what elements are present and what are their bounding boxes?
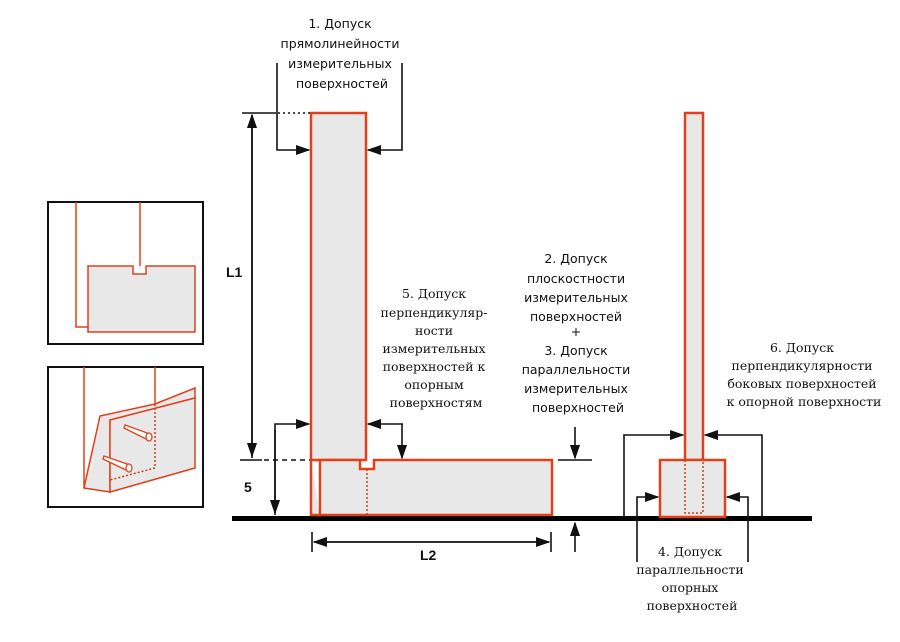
tolerance-6-label: 6. Допуск перпендикулярности боковых пов… (727, 340, 882, 409)
end-stock (658, 458, 727, 519)
l2-label: L2 (420, 547, 437, 563)
l1-label: L1 (226, 264, 243, 280)
blade-lower-edge (309, 460, 320, 517)
dimension-5-label: 5 (244, 479, 252, 495)
l1-dimension (240, 112, 310, 461)
tolerance-2-3-label: 2. Допуск плоскостности измерительных по… (522, 251, 635, 415)
l2-dimension (311, 532, 552, 552)
end-hidden-edge (684, 460, 704, 514)
end-blade (683, 111, 705, 462)
square-front-view (309, 111, 554, 517)
square-blade (309, 111, 368, 462)
inset-joint-detail (47, 201, 204, 345)
tolerance-5-label: 5. Допуск перпендикуляр- ности измерител… (380, 286, 491, 410)
reference-surface-plate (232, 516, 812, 521)
tolerance-6-indicator (623, 429, 763, 516)
square-stock (318, 458, 554, 517)
inset-pinned-joint (47, 366, 204, 508)
tolerance-2-3-indicator (558, 427, 592, 552)
tolerance-4-label: 4. Допуск параллельности опорных поверхн… (636, 544, 747, 613)
pin-icon (102, 455, 133, 473)
inset-blade-outline (75, 202, 88, 328)
inset-hidden-edge (109, 404, 156, 481)
pin-icon (123, 424, 153, 442)
inset-blade-lines (83, 367, 156, 488)
inset-stock-outline (87, 265, 196, 333)
tolerance-1-indicator (276, 63, 403, 156)
square-end-view (658, 111, 727, 519)
tolerance-1-label: 1. Допуск прямолинейности измерительных … (281, 16, 404, 91)
tolerance-4-indicator (636, 491, 749, 562)
tolerance-5-indicator (269, 418, 408, 515)
